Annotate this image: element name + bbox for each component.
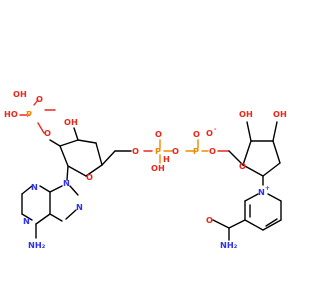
bond [39, 185, 51, 193]
bond [49, 185, 63, 193]
bond [37, 122, 45, 134]
bond [21, 185, 33, 195]
hydroxyl-3prime-nmn-label: OH [239, 109, 253, 119]
nicotinamide-ring-group [212, 193, 282, 241]
bond [244, 219, 264, 231]
oxygen-2prime-label: O [44, 128, 51, 138]
bond [267, 193, 282, 202]
bond [262, 162, 281, 177]
bond [95, 142, 103, 166]
adenine-n7-label: N [76, 202, 83, 212]
bridging-oxygen-label: O [172, 146, 179, 156]
bond [49, 139, 61, 147]
bond [272, 121, 278, 142]
oxygen-5prime-nmn-label: O [209, 146, 216, 156]
nad-structure-diagram: P OH HO O O OH O O P O O OH H P O O - O … [4, 89, 287, 250]
nicotinamide-nitrogen-label: N [258, 187, 265, 197]
bond [67, 165, 87, 177]
hydroxyl-3prime-label: OH [64, 117, 78, 127]
bond [59, 145, 69, 167]
bond [242, 164, 264, 177]
bond [49, 213, 63, 222]
phosphorus-beta-label: P [193, 146, 199, 156]
bond [262, 219, 282, 231]
adenosine-ribose-group [19, 99, 132, 181]
oxygen-alpha-double-label: O [155, 129, 162, 139]
oxygen-oh-label: OH [13, 89, 27, 99]
phosphorus-label-2prime: P [26, 109, 32, 119]
bond [21, 213, 33, 221]
ring-oxygen-nmn-label: O [239, 161, 246, 171]
positive-charge: + [265, 185, 270, 192]
bond [242, 140, 252, 166]
adenine-n9-label: N [63, 178, 70, 188]
bond [73, 127, 79, 141]
pyrophosphate-group [143, 139, 230, 164]
negative-charge: - [214, 126, 217, 133]
bond [212, 219, 230, 229]
adenine-n3-label: N [31, 182, 38, 192]
bond [77, 139, 97, 144]
oxygen-beta-double-label: O [193, 129, 200, 139]
bond [246, 121, 252, 142]
amide-oxygen-label: O [206, 215, 213, 225]
bond [35, 213, 51, 225]
adenine-n1-label: N [23, 216, 30, 226]
bond [228, 150, 244, 166]
bond [65, 209, 77, 220]
oxygen-double-label: O [36, 94, 43, 104]
hydroxyl-2prime-nmn-label: OH [273, 109, 287, 119]
oxygen-minus-label: O [206, 128, 213, 138]
h-label: H [163, 154, 170, 164]
bond [228, 219, 246, 229]
nicotinamide-ribose-group [228, 121, 281, 186]
bond [101, 150, 116, 166]
bond [244, 193, 259, 202]
oxygen-5prime-label: O [132, 146, 139, 156]
ring-oxygen-adenosine-label: O [86, 172, 93, 182]
oxygen-ho-label: HO [4, 109, 18, 119]
adenine-group [21, 185, 79, 239]
bond [59, 139, 79, 147]
bond [265, 218, 278, 227]
adenine-nh2-label: NH₂ [28, 240, 46, 250]
bond [69, 185, 79, 196]
bond [66, 165, 69, 181]
alpha-oh-label: OH [151, 163, 165, 173]
phosphorus-alpha-label: P [155, 146, 161, 156]
bond [272, 140, 281, 164]
bond [85, 164, 103, 177]
amide-nh2-label: NH₂ [220, 240, 238, 250]
bond [33, 99, 39, 106]
